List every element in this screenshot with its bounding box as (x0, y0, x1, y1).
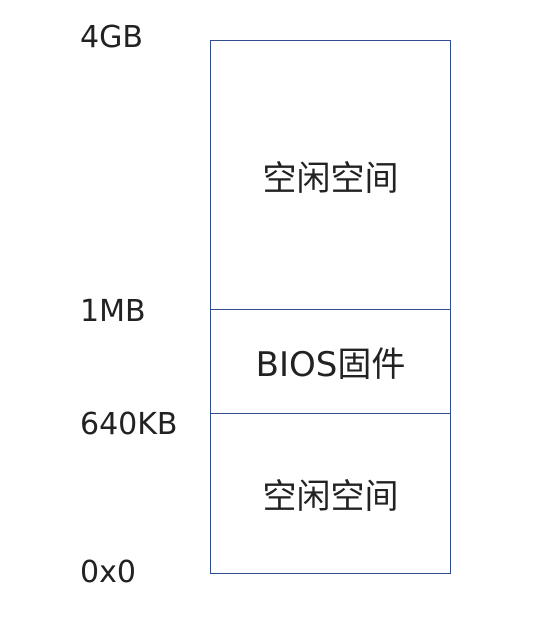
address-label-4gb: 4GB (80, 20, 143, 55)
address-label-0x0: 0x0 (80, 555, 136, 590)
region-bios-firmware-label: BIOS固件 (255, 345, 406, 385)
region-bios-firmware: BIOS固件 (211, 311, 450, 414)
region-free-space-high: 空闲空间 (211, 41, 450, 310)
memory-column: 空闲空间 BIOS固件 空闲空间 (210, 40, 451, 574)
region-free-space-low: 空闲空间 (211, 414, 450, 573)
address-label-640kb: 640KB (80, 407, 178, 442)
address-label-1mb: 1MB (80, 294, 146, 329)
region-free-space-high-label: 空闲空间 (262, 158, 399, 199)
region-free-space-low-label: 空闲空间 (262, 477, 399, 517)
